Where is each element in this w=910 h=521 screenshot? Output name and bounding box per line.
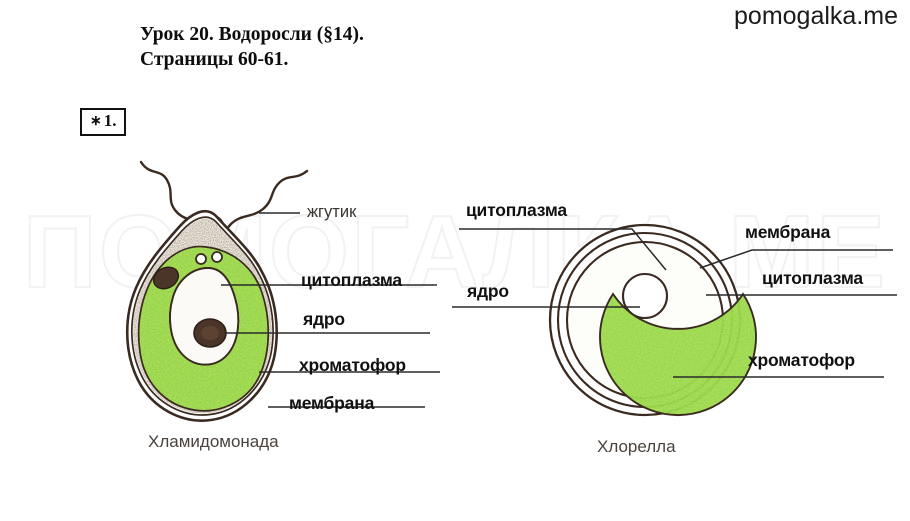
label-membrane: мембрана [289, 393, 375, 413]
leader-lines-right [452, 228, 897, 378]
contractile-vacuole-left [195, 253, 207, 265]
chlorella-figure [452, 223, 897, 417]
page-title-line1: Урок 20. Водоросли (§14). [140, 24, 364, 45]
nucleus-shape [621, 272, 669, 320]
caption-chlamydomonas: Хламидомонада [148, 432, 279, 451]
label-chromatophore: хроматофор [748, 350, 855, 370]
label-flagellum: жгутик [307, 203, 357, 221]
site-brand: pomogalka.me [734, 2, 898, 30]
task-number-badge: ∗1. [80, 108, 127, 136]
nucleus-highlight [201, 326, 219, 340]
page-title-line2: Страницы 60-61. [140, 49, 289, 70]
task-asterisk: ∗ [90, 114, 102, 129]
label-cytoplasm-right: цитоплазма [762, 268, 863, 288]
contractile-vacuole-right [211, 251, 223, 263]
label-nucleus: ядро [467, 281, 509, 301]
inner-clear-zone [169, 267, 240, 366]
caption-chlorella: Хлорелла [597, 437, 676, 456]
task-number: 1. [103, 111, 117, 130]
label-nucleus: ядро [303, 309, 345, 329]
label-chromatophore: хроматофор [299, 355, 406, 375]
leader-cytoplasm-left [459, 228, 667, 271]
chlamydomonas-figure [125, 160, 440, 422]
label-membrane: мембрана [745, 222, 831, 242]
eyespot-shape [152, 266, 180, 290]
leader-membrane [699, 249, 893, 269]
leader-lines-left [221, 212, 440, 408]
page-title: Урок 20. Водоросли (§14). Страницы 60-61… [140, 22, 364, 72]
label-cytoplasm: цитоплазма [301, 270, 402, 290]
label-cytoplasm-left: цитоплазма [466, 200, 567, 220]
